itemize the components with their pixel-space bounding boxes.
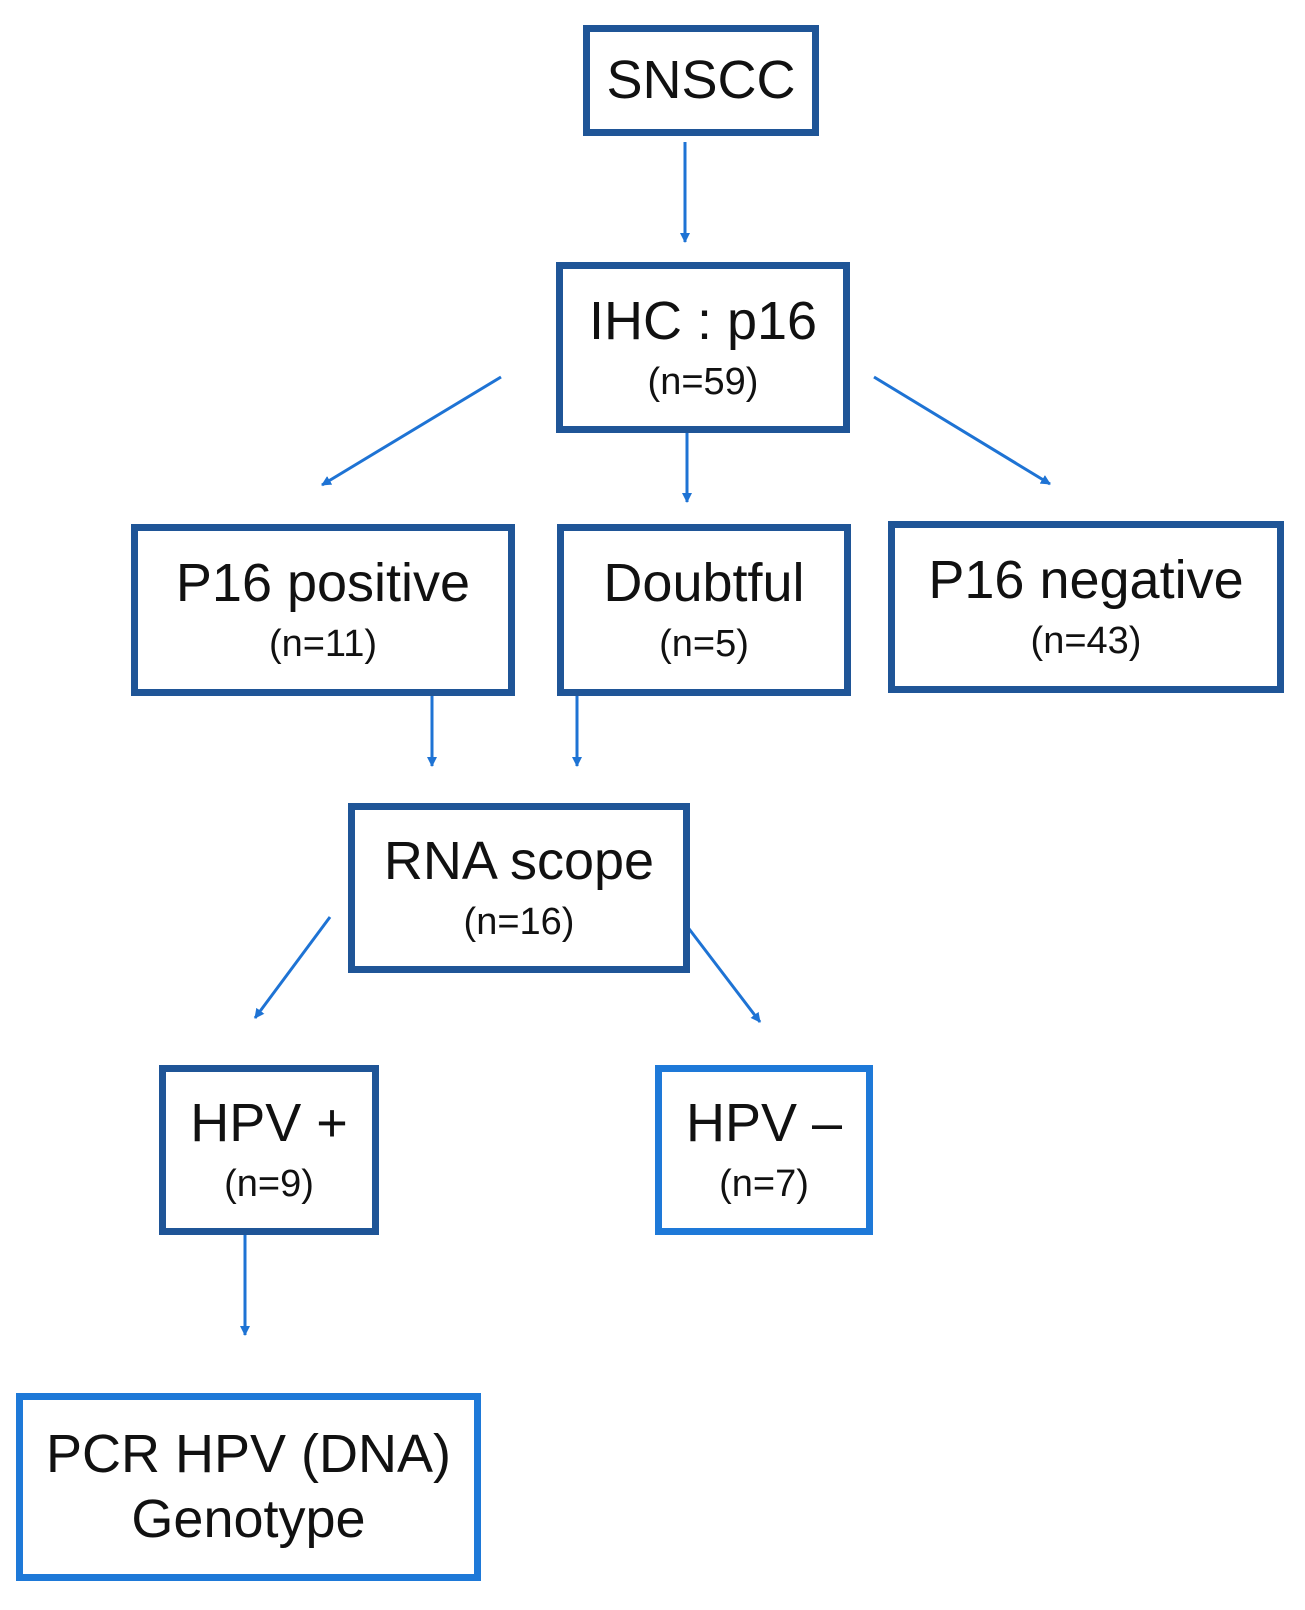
node-p16-negative: P16 negative (n=43) [888,521,1284,693]
node-p16-positive-label: P16 positive [175,553,471,614]
arrow-ihc-to-p16-negative [873,375,1051,486]
node-ihc-p16-label: IHC : p16 [588,290,818,351]
node-hpv-positive-count: (n=9) [224,1163,314,1206]
node-ihc-p16-count: (n=59) [647,360,759,403]
arrow-ihc-to-p16-positive [321,375,502,487]
node-hpv-negative-count: (n=7) [719,1163,809,1206]
node-hpv-positive-label: HPV + [190,1093,348,1154]
node-snscc: SNSCC [583,25,819,136]
node-ihc-p16: IHC : p16 (n=59) [556,262,850,433]
node-doubtful-count: (n=5) [659,623,749,666]
node-hpv-negative-label: HPV – [685,1093,843,1154]
node-pcr-line1: PCR HPV (DNA) [45,1424,452,1485]
node-pcr-hpv-genotype: PCR HPV (DNA) Genotype [16,1393,481,1581]
node-p16-positive: P16 positive (n=11) [131,524,515,696]
node-p16-negative-count: (n=43) [1030,620,1142,663]
node-pcr-line2: Genotype [131,1489,366,1549]
node-hpv-positive: HPV + (n=9) [159,1065,379,1235]
arrow-rna-scope-to-hpv-negative [678,916,762,1023]
node-hpv-negative: HPV – (n=7) [655,1065,873,1235]
node-rna-scope-count: (n=16) [463,901,575,944]
node-snscc-label: SNSCC [606,50,796,111]
node-p16-negative-label: P16 negative [928,550,1244,611]
node-doubtful: Doubtful (n=5) [557,524,851,696]
node-doubtful-label: Doubtful [603,553,805,614]
node-rna-scope: RNA scope (n=16) [348,803,690,973]
node-rna-scope-label: RNA scope [383,831,655,892]
node-p16-positive-count: (n=11) [268,623,378,666]
arrow-rna-scope-to-hpv-positive [253,916,332,1019]
